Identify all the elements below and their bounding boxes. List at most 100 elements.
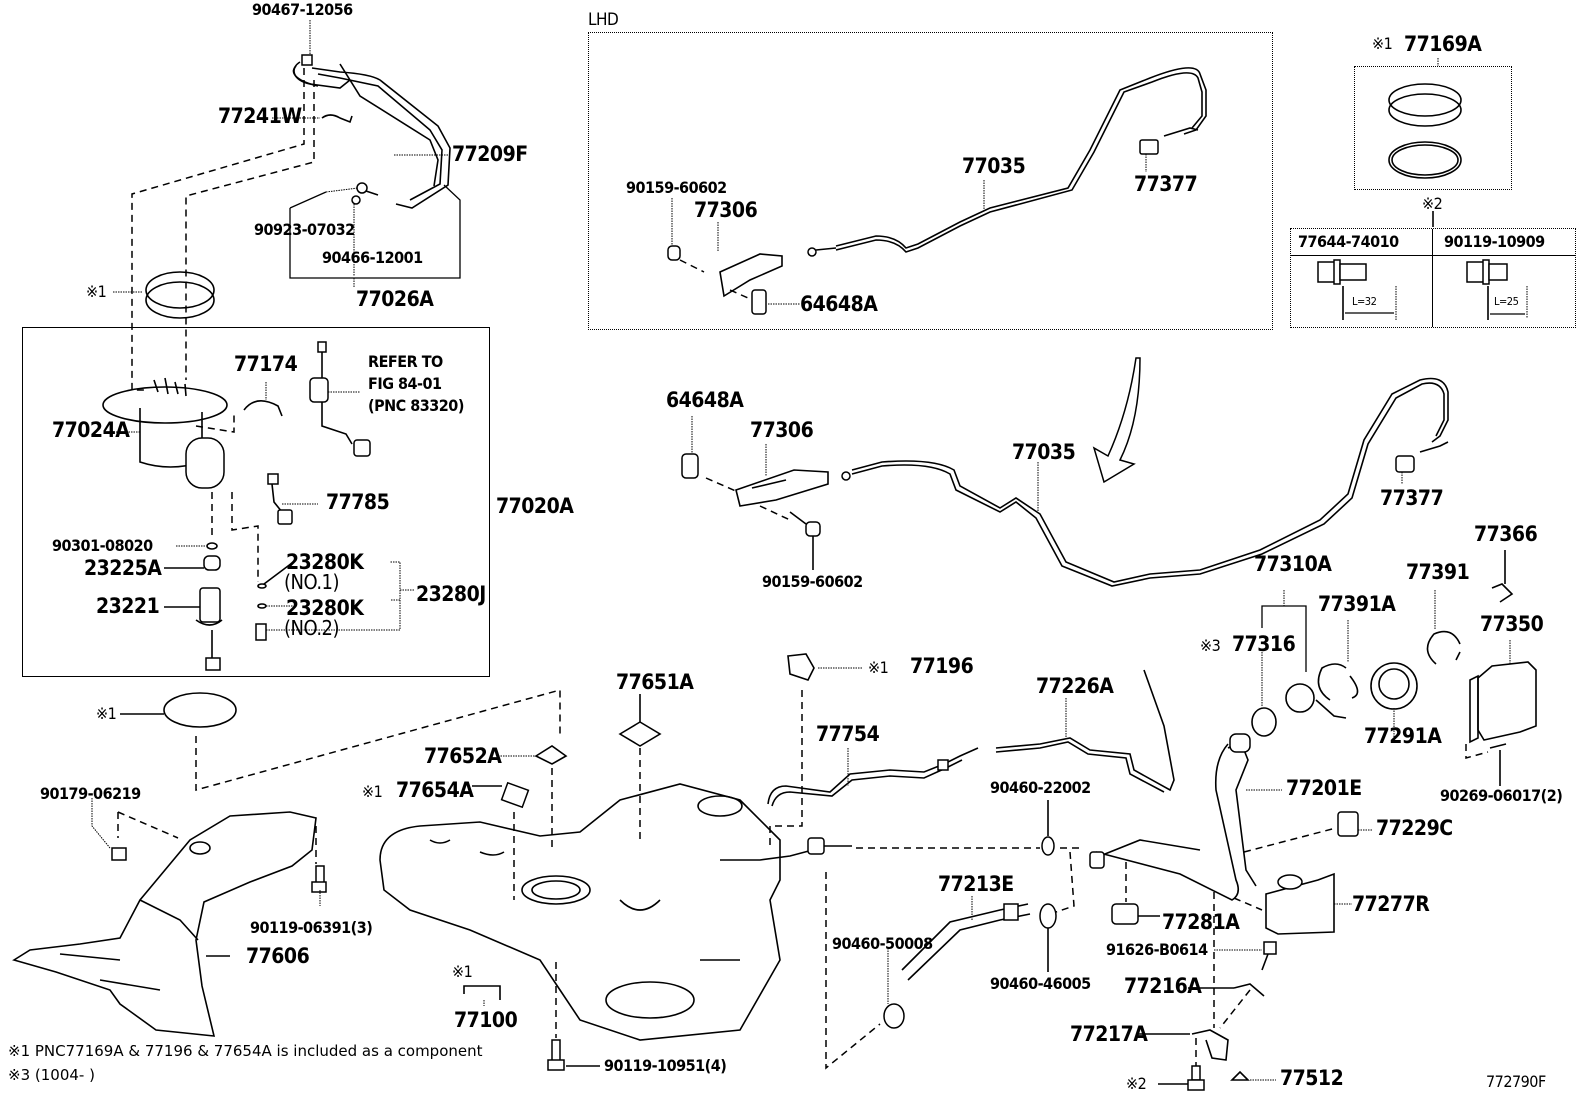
note-marker: ※1 [96, 704, 117, 723]
part-label[interactable]: 90159-60602 [626, 178, 727, 197]
part-label[interactable]: 90923-07032 [254, 220, 355, 239]
part-label[interactable]: 77201E [1286, 776, 1362, 800]
refer-text[interactable]: FIG 84-01 [368, 374, 442, 393]
part-label[interactable]: 77241W [218, 104, 302, 128]
hose-77213E [901, 896, 1031, 981]
label-77652A-shape [498, 745, 568, 852]
note-marker: ※2 [1126, 1074, 1147, 1093]
bolt-90923-07032 [289, 182, 461, 279]
pump-assembly-box [22, 327, 490, 677]
part-label[interactable]: 90460-46005 [990, 974, 1091, 993]
part-label[interactable]: 77209F [452, 142, 528, 166]
part-label[interactable]: 90460-22002 [990, 778, 1091, 797]
part-label[interactable]: 90159-60602 [762, 572, 863, 591]
clip-77216A [1233, 983, 1265, 997]
fuel-door-77350 [1477, 661, 1537, 741]
fuel-pump-assembly [102, 377, 228, 489]
part-label[interactable]: 64648A [800, 292, 878, 316]
small-parts [164, 542, 414, 671]
filler-pipe-77201E [1089, 733, 1282, 901]
part-label[interactable]: 77277R [1352, 892, 1430, 916]
part-label[interactable]: 77391A [1318, 592, 1396, 616]
gasket-77316 [1251, 707, 1277, 737]
part-label[interactable]: 77216A [1124, 974, 1202, 998]
part-label[interactable]: 23221 [96, 594, 160, 618]
part-label[interactable]: 77306 [750, 418, 814, 442]
part-label[interactable]: 77226A [1036, 674, 1114, 698]
part-label[interactable]: 90466-12001 [322, 248, 423, 267]
clamp-90467-12056 [301, 20, 313, 66]
part-label[interactable]: 23280K [286, 596, 364, 620]
part-label[interactable]: 77213E [938, 872, 1014, 896]
part-label[interactable]: 77024A [52, 418, 130, 442]
part-label[interactable]: 77651A [616, 670, 694, 694]
part-label[interactable]: 90467-12056 [252, 0, 353, 19]
part-label[interactable]: 77366 [1474, 522, 1538, 546]
part-label[interactable]: 23280J [416, 582, 486, 606]
bracket-hardware [1136, 892, 1277, 1091]
part-label[interactable]: 77100 [454, 1008, 518, 1032]
screw-90269-06017 [1489, 743, 1507, 749]
refer-text: (PNC 83320) [368, 396, 464, 415]
clip-77241W [272, 114, 353, 124]
ring-77291A [1370, 662, 1418, 710]
part-label[interactable]: 23280K [286, 550, 364, 574]
part-label[interactable]: 77020A [496, 494, 574, 518]
part-label[interactable]: 23225A [84, 556, 162, 580]
part-label[interactable]: 77350 [1480, 612, 1544, 636]
part-label[interactable]: 77606 [246, 944, 310, 968]
part-label[interactable]: 77291A [1364, 724, 1442, 748]
part-label[interactable]: 64648A [666, 388, 744, 412]
part-label[interactable]: 77035 [1012, 440, 1076, 464]
part-label[interactable]: 77377 [1380, 486, 1444, 510]
bolt-table-header[interactable]: 90119-10909 [1444, 232, 1545, 251]
part-label[interactable]: 77310A [1254, 552, 1332, 576]
part-label[interactable]: 77654A [396, 778, 474, 802]
figure-code: 772790F [1486, 1072, 1546, 1091]
part-label[interactable]: 77391 [1406, 560, 1470, 584]
ring-77391A [1317, 663, 1359, 701]
clamp-90460-22002 [1041, 836, 1055, 856]
lhd-lock-77377 [1139, 127, 1199, 172]
clip-77229C [1243, 811, 1372, 853]
part-label[interactable]: 77652A [424, 744, 502, 768]
part-label[interactable]: 77035 [962, 154, 1026, 178]
part-label[interactable]: 77169A [1404, 32, 1482, 56]
ring-set-77169A [1388, 58, 1462, 227]
part-label[interactable]: 77026A [356, 287, 434, 311]
clip-77654A [472, 781, 530, 900]
part-label[interactable]: 77229C [1376, 816, 1453, 840]
part-label[interactable]: 77754 [816, 722, 880, 746]
bolt-90119-10951 [547, 962, 600, 1071]
note-marker: ※1 [452, 962, 473, 981]
bolt-90119-06391 [311, 826, 327, 906]
footnote-1: ※1 PNC77169A & 77196 & 77654A is include… [8, 1042, 483, 1060]
part-label[interactable]: 90119-10951(4) [604, 1056, 727, 1075]
part-label[interactable]: 77377 [1134, 172, 1198, 196]
part-label[interactable]: 77316 [1232, 632, 1296, 656]
part-label[interactable]: 90460-50008 [832, 934, 933, 953]
fuel-tube-77209F [292, 61, 451, 209]
note-marker: ※1 [1372, 34, 1393, 53]
part-label[interactable]: 77512 [1280, 1066, 1344, 1090]
part-label[interactable]: 77785 [326, 490, 390, 514]
part-label[interactable]: 77281A [1162, 910, 1240, 934]
lhd-opener-lever [667, 198, 800, 315]
screw-90159-60602 [789, 511, 821, 570]
ring-77391 [1426, 630, 1461, 665]
protector-77277R [1233, 872, 1352, 935]
part-label[interactable]: 77196 [910, 654, 974, 678]
bolt-length: L=25 [1494, 295, 1519, 308]
nut-77512 [1230, 1070, 1250, 1081]
part-label[interactable]: 77306 [694, 198, 758, 222]
part-label[interactable]: 77174 [234, 352, 298, 376]
lhd-title: LHD [588, 10, 619, 30]
bolt-table-header[interactable]: 77644-74010 [1298, 232, 1399, 251]
part-label[interactable]: 90301-08020 [52, 536, 153, 555]
part-label[interactable]: 90119-06391(3) [250, 918, 373, 937]
tube-77754 [767, 747, 979, 807]
part-label[interactable]: 77217A [1070, 1022, 1148, 1046]
part-label[interactable]: 90269-06017(2) [1440, 786, 1563, 805]
part-label[interactable]: 90179-06219 [40, 784, 141, 803]
part-label[interactable]: 91626-B0614 [1106, 940, 1208, 959]
